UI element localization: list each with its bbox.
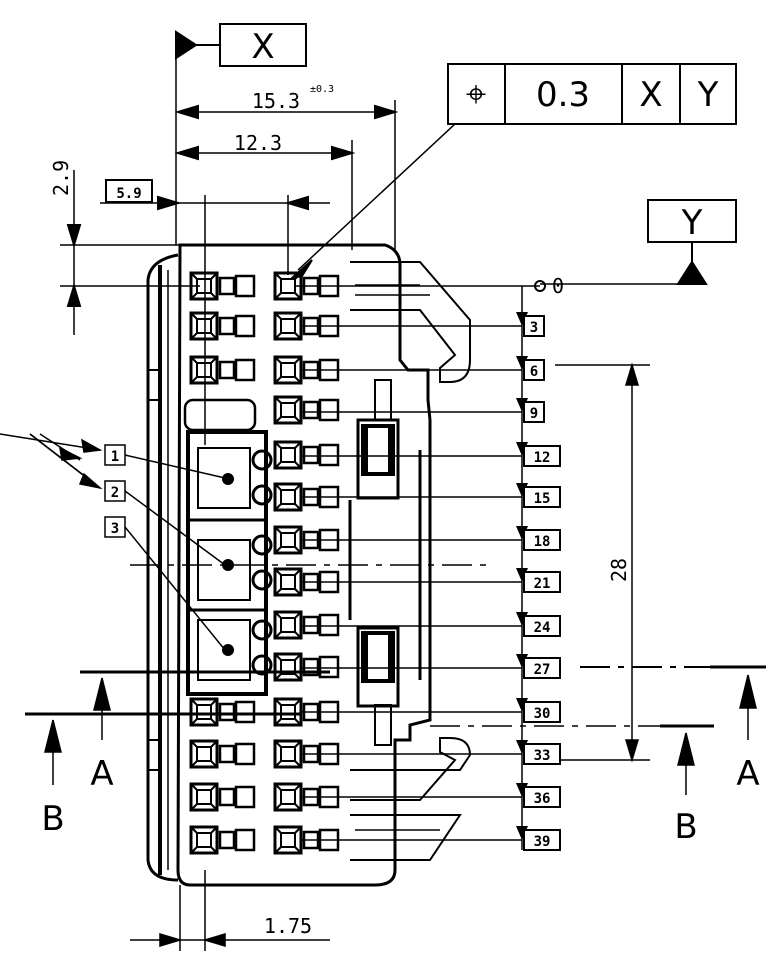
fcf-leader: [297, 123, 456, 271]
row-number-text: 36: [534, 791, 551, 807]
position-symbol: ⌖: [466, 74, 486, 115]
origin-label: 0: [552, 274, 564, 298]
row-number-text: 24: [534, 620, 551, 636]
row-number-label: 30: [300, 698, 561, 723]
dim-1-75: 1.75: [264, 914, 312, 938]
section-b-arrow-right: [677, 732, 695, 766]
fcf-ref-y: Y: [697, 75, 719, 115]
terminal-cavity: [189, 355, 256, 385]
section-a-arrow-right: [739, 674, 757, 709]
row-number-label: 12: [300, 442, 561, 467]
section-b-right: B: [674, 807, 697, 847]
callout-1: 1: [111, 449, 119, 465]
fcf-frame: [447, 63, 737, 125]
datum-y-triangle: [676, 260, 708, 285]
terminal-cavity: [189, 782, 256, 812]
row-number-text: 39: [534, 834, 551, 850]
row-number-label: 33: [300, 740, 561, 765]
row-number-text: 15: [534, 491, 551, 507]
row-number-text: 3: [530, 320, 538, 336]
row-number-text: 33: [534, 748, 551, 764]
left-rail: [146, 253, 179, 882]
callout-3: 3: [111, 521, 119, 537]
terminal-cavity: [189, 271, 256, 301]
dim-5-9: 5.9: [116, 186, 141, 202]
row-number-label: 9: [300, 398, 545, 423]
row-number-text: 27: [534, 662, 551, 678]
dim-28: 28: [607, 558, 631, 582]
datum-x-label: X: [251, 27, 274, 67]
dim-15-3-tolerance: ±0.3: [310, 84, 334, 95]
row-number-label: 27: [300, 654, 561, 679]
row-number-label: 21: [300, 568, 561, 593]
section-a-left: A: [90, 754, 113, 794]
row-number-label: 15: [300, 483, 561, 508]
datum-x-triangle: [175, 30, 198, 60]
connector-body: [176, 243, 432, 887]
terminal-cavity: [273, 440, 340, 470]
row-number-label: 18: [300, 526, 561, 551]
terminal-cavity: [273, 395, 340, 425]
fcf-tolerance: 0.3: [536, 75, 590, 115]
row-number-label: 36: [300, 783, 561, 808]
row-number-text: 21: [534, 576, 551, 592]
terminal-cavity: [189, 739, 256, 769]
section-b-left: B: [41, 799, 64, 839]
terminal-cavity: [273, 652, 340, 682]
callout-2: 2: [111, 485, 119, 501]
terminal-cavity: [273, 355, 340, 385]
fcf-ref-x: X: [639, 75, 662, 115]
basic-5-9-box: [105, 179, 153, 203]
section-a-arrow-left: [93, 677, 111, 711]
row-number-text: 30: [534, 706, 551, 722]
row-number-label: 24: [300, 612, 561, 637]
row-number-label: 39: [300, 826, 561, 851]
terminal-cavity: [273, 610, 340, 640]
secondary-lock-frame: [186, 430, 268, 696]
section-a-right: A: [736, 754, 759, 794]
top-latch: [350, 261, 471, 383]
bottom-latch: [350, 737, 472, 801]
dim-15-3: 15.3: [252, 89, 300, 113]
dim-2-9: 2.9: [49, 160, 73, 196]
row-number-text: 9: [530, 406, 538, 422]
row-number-text: 12: [534, 450, 551, 466]
row-number-label: 3: [300, 312, 545, 337]
terminal-cavity: [189, 697, 256, 727]
terminal-cavity: [189, 311, 256, 341]
row-number-label: 6: [300, 356, 545, 381]
row-number-text: 18: [534, 534, 551, 550]
row-number-text: 6: [530, 364, 538, 380]
dim-12-3: 12.3: [234, 131, 282, 155]
section-b-arrow-left: [44, 719, 62, 753]
terminal-cavity: [189, 825, 256, 855]
datum-y-label: Y: [681, 203, 703, 243]
